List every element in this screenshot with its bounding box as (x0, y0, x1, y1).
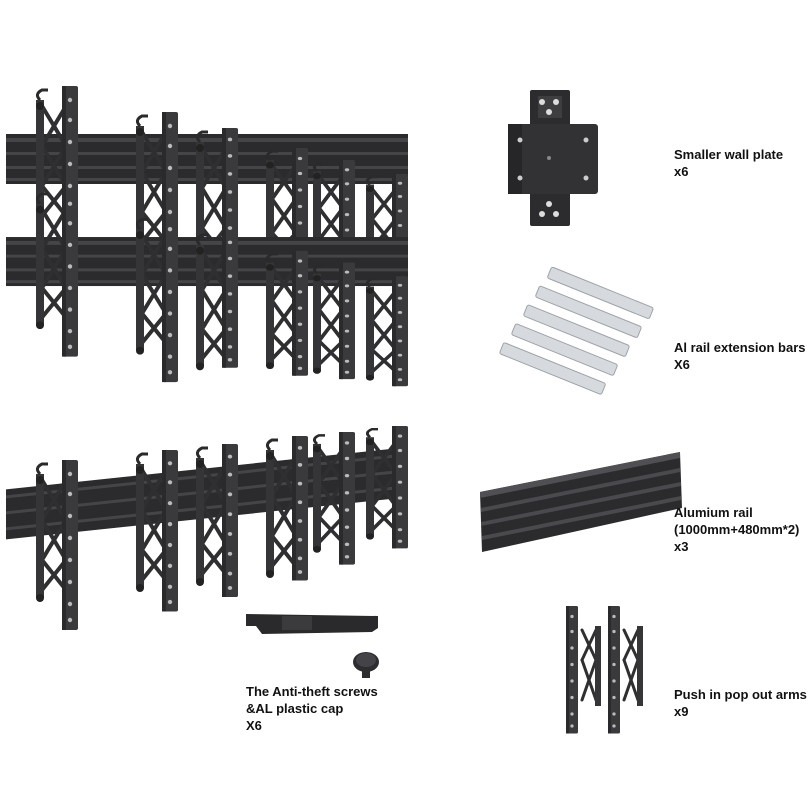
extension-bars-name: Al rail extension bars (674, 340, 806, 355)
extension-bar-icon (499, 266, 654, 395)
aluminium-rail-label: Alumium rail (1000mm+480mm*2) x3 (674, 504, 799, 555)
extension-bars-qty: X6 (674, 357, 690, 372)
wall-plate-icon (508, 90, 598, 226)
wall-plate-label: Smaller wall plate x6 (674, 146, 783, 180)
extension-bars-label: Al rail extension bars X6 (674, 339, 806, 373)
pop-out-arms-name: Push in pop out arms (674, 687, 807, 702)
screws-label: The Anti-theft screws &AL plastic cap X6 (246, 683, 378, 734)
screws-qty: X6 (246, 718, 262, 733)
aluminium-rail-name: Alumium rail (674, 505, 753, 520)
wall-plate-name: Smaller wall plate (674, 147, 784, 162)
aluminium-rail-dimensions: (1000mm+480mm*2) (674, 522, 800, 537)
wall-plate-qty: x6 (674, 164, 689, 179)
screws-cap-name: &AL plastic cap (246, 701, 344, 716)
video-wall-mount-assembly (6, 86, 408, 630)
screws-name: The Anti-theft screws (246, 684, 378, 699)
aluminium-rail-icon (480, 452, 682, 552)
pop-out-arm-icon (566, 606, 643, 734)
aluminium-rail-qty: x3 (674, 539, 689, 554)
plastic-cap-icon (246, 614, 378, 634)
pop-out-arms-label: Push in pop out arms x9 (674, 686, 807, 720)
pop-out-arms-qty: x9 (674, 704, 689, 719)
anti-theft-screw-icon (353, 652, 379, 678)
